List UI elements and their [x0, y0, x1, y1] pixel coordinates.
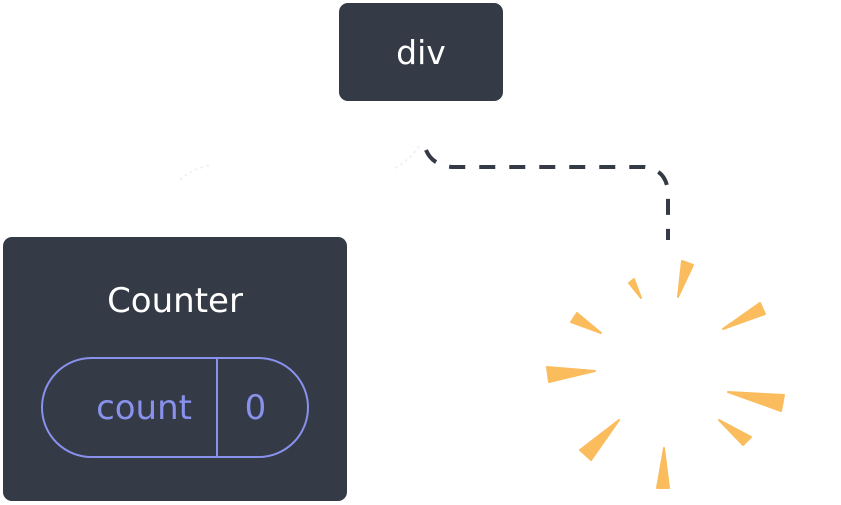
dashed-connector-to-removed-child: [424, 149, 670, 240]
burst-ray: [546, 366, 596, 383]
burst-ray: [656, 447, 670, 489]
faded-connector-segment: [394, 144, 421, 169]
counter-component-node: Counter count 0: [3, 237, 347, 501]
burst-icon: [546, 260, 785, 489]
state-value: 0: [244, 387, 267, 428]
state-pill: count 0: [41, 357, 309, 458]
faded-connector-to-counter: [179, 164, 211, 181]
burst-ray: [718, 419, 752, 446]
div-node: div: [339, 3, 503, 101]
burst-ray: [722, 302, 766, 330]
div-node-label: div: [396, 32, 446, 72]
burst-ray: [579, 419, 620, 461]
burst-ray: [727, 391, 785, 412]
counter-title: Counter: [107, 281, 243, 321]
burst-ray: [628, 278, 642, 299]
state-name: count: [43, 359, 218, 456]
burst-ray: [570, 312, 602, 334]
burst-ray: [677, 260, 694, 298]
